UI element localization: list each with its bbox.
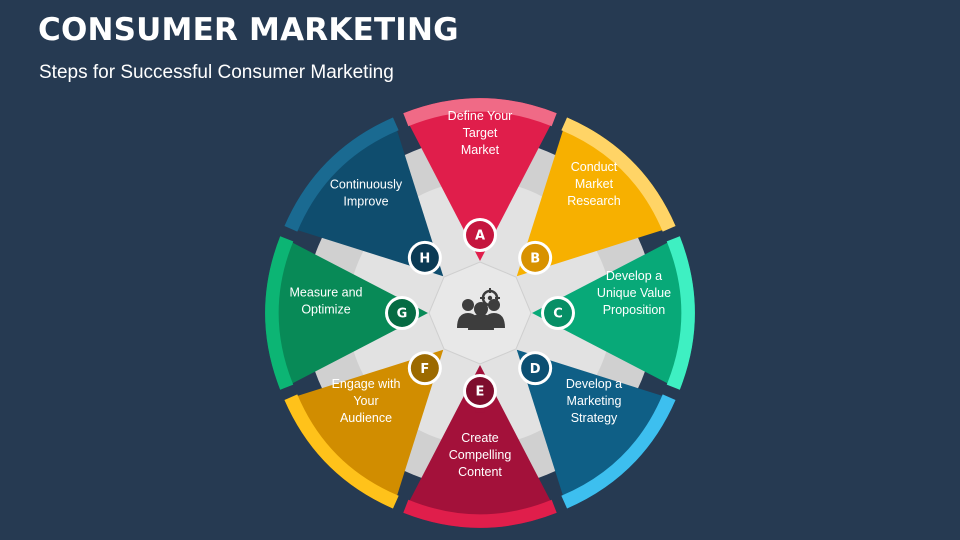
badge-letter-b: B [530,251,540,266]
petal-d [516,349,676,509]
petal-b [516,117,676,277]
step-label-line: Develop a [566,377,622,391]
badge-c [544,299,572,327]
step-label-line: Your [353,394,378,408]
petal-cap-c [666,236,695,390]
badge-letter-a: A [475,229,485,244]
badge-g [388,299,416,327]
badge-letter-g: G [397,307,408,322]
badge-letter-e: E [476,385,485,400]
petal-cap-b [561,117,676,232]
step-label-line: Content [458,465,502,479]
page-subtitle: Steps for Successful Consumer Marketing [39,62,394,83]
petal-cap-g [265,236,294,390]
step-label-line: Market [461,143,500,157]
petal-cap-f [284,394,399,509]
step-label-line: Measure and [290,286,363,300]
step-label-line: Research [567,194,621,208]
petal-f [284,349,444,509]
petal-cap-h [284,117,399,232]
badge-letter-c: C [553,307,563,322]
step-label-line: Audience [340,411,392,425]
badge-a [466,221,494,249]
page-title: CONSUMER MARKETING [38,12,459,48]
petal-cap-a [403,98,557,127]
step-label-line: Strategy [571,411,618,425]
petal-c [532,236,695,390]
badge-letter-d: D [530,362,541,377]
step-label-line: Compelling [449,448,512,462]
step-label-line: Marketing [567,394,622,408]
step-label-line: Improve [343,195,388,209]
badge-h [410,243,439,272]
petal-e [403,365,557,528]
step-label-line: Market [575,177,614,191]
badge-b [521,243,550,272]
step-label-line: Proposition [603,303,666,317]
team-target-icon [457,288,505,330]
badge-e [466,377,494,405]
step-label-line: Conduct [571,160,618,174]
step-label-line: Unique Value [597,286,671,300]
step-label-line: Optimize [301,303,350,317]
badge-letter-f: F [420,362,429,377]
petal-h [284,117,444,277]
step-label-line: Continuously [330,178,403,192]
petal-a [403,98,557,261]
step-label-line: Develop a [606,269,662,283]
step-label-line: Define Your [448,109,513,123]
badge-d [521,354,550,383]
petal-cap-e [403,499,557,528]
step-label-line: Target [463,126,498,140]
badge-f [410,354,439,383]
petal-g [265,236,428,390]
step-label-line: Create [461,431,499,445]
badge-letter-h: H [419,251,430,266]
step-label-line: Engage with [332,377,401,391]
petal-cap-d [561,394,676,509]
